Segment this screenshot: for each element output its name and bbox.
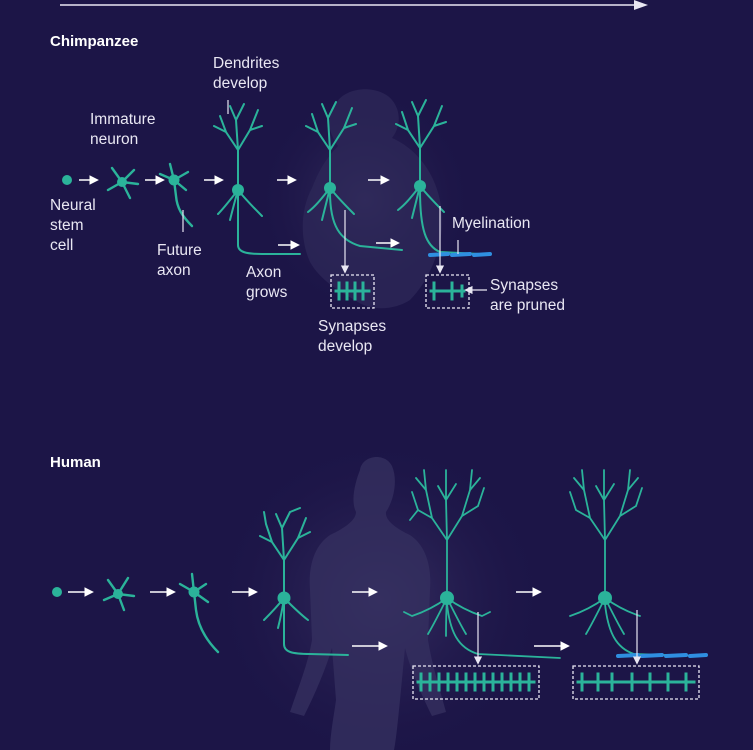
human-future-axon-neuron — [178, 572, 220, 654]
human-stage-arrows — [68, 587, 570, 651]
label-future-axon: Future axon — [157, 242, 202, 279]
human-synapses-pruned-box — [572, 665, 700, 700]
label-axon-grows: Axon grows — [246, 264, 288, 301]
chimp-myelin-icon — [428, 252, 492, 257]
human-pruned-neuron — [569, 469, 701, 657]
chimp-immature-neuron — [106, 166, 140, 200]
label-immature-neuron: Immature neuron — [90, 111, 156, 148]
silhouette-chimpanzee-icon — [255, 85, 475, 315]
human-synapse-neuron — [403, 469, 561, 659]
chimp-dendrites-neuron — [213, 103, 301, 255]
silhouette-human-icon — [210, 435, 550, 750]
human-dendrites-neuron — [259, 507, 349, 656]
section-title-chimpanzee: Chimpanzee — [50, 33, 139, 50]
label-synapses-pruned: Synapses are pruned — [490, 277, 565, 314]
label-dendrites-develop: Dendrites develop — [213, 55, 280, 92]
chimp-future-axon-neuron — [158, 162, 194, 228]
human-leader-lines — [473, 610, 642, 665]
human-stem-cell — [52, 587, 62, 597]
human-immature-neuron — [102, 576, 136, 612]
chimp-synapses-develop-box — [330, 274, 375, 309]
chimp-stage-arrows — [79, 175, 400, 250]
label-neural-stem-cell: Neural stem cell — [50, 197, 96, 254]
chimp-leader-lines — [182, 100, 487, 295]
label-synapses-develop: Synapses develop — [318, 318, 387, 355]
chimp-stem-cell — [62, 175, 72, 185]
section-title-human: Human — [50, 454, 101, 471]
label-myelination: Myelination — [452, 215, 531, 232]
human-synapses-develop-box — [412, 665, 540, 700]
human-myelin-icon — [616, 653, 708, 658]
time-arrow-icon — [60, 0, 648, 10]
chimp-synapses-pruned-box — [425, 274, 470, 309]
chimp-synapse-neuron — [305, 101, 403, 251]
